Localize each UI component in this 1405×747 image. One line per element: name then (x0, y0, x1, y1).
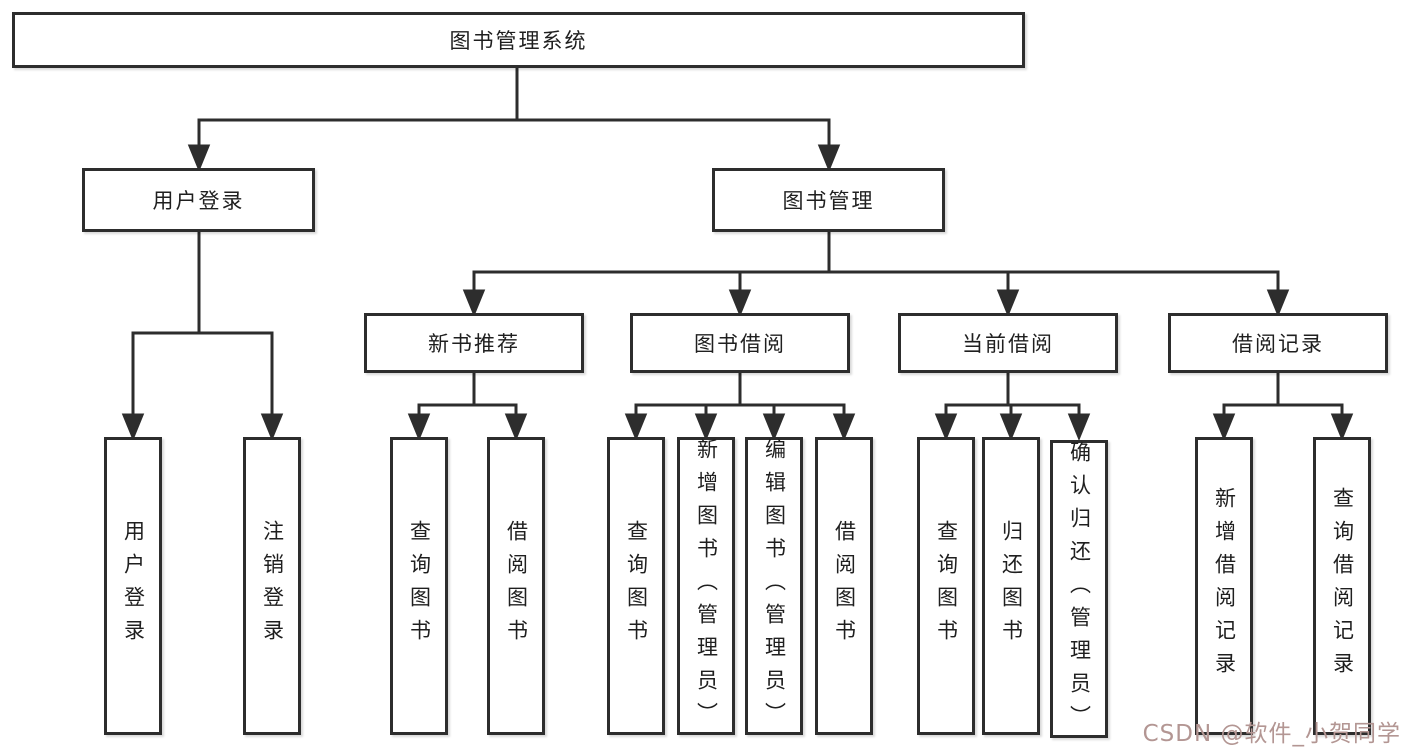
leaf-borrow-books: 借阅图书 (815, 437, 873, 735)
leaf-query-books-borrow-label: 查询图书 (624, 520, 649, 652)
leaf-add-borrow-record: 新增借阅记录 (1195, 437, 1253, 735)
edge-current-borrow-to-leaves (934, 373, 1091, 441)
leaf-confirm-return-admin-label: 确认归还（管理员） (1067, 440, 1092, 738)
edge-book-management-to-level3 (462, 232, 1290, 317)
node-new-book-recommend-label: 新书推荐 (428, 332, 520, 356)
leaf-user-login-label: 用户登录 (121, 520, 146, 652)
node-borrow-records: 借阅记录 (1168, 313, 1388, 373)
leaf-query-borrow-record: 查询借阅记录 (1313, 437, 1371, 735)
node-borrow-records-label: 借阅记录 (1232, 332, 1324, 356)
leaf-query-books-borrow: 查询图书 (607, 437, 665, 735)
leaf-borrow-books-recommend-label: 借阅图书 (504, 520, 529, 652)
edge-user-login-to-leaves (121, 232, 284, 441)
node-book-borrow-label: 图书借阅 (694, 332, 786, 356)
leaf-user-login: 用户登录 (104, 437, 162, 735)
edge-borrow-records-to-leaves (1212, 373, 1354, 441)
leaf-query-books-current-label: 查询图书 (934, 520, 959, 652)
leaf-edit-books-admin: 编辑图书（管理员） (745, 437, 803, 735)
leaf-return-books-label: 归还图书 (999, 520, 1024, 652)
leaf-add-books-admin: 新增图书（管理员） (677, 437, 735, 735)
leaf-query-borrow-record-label: 查询借阅记录 (1330, 487, 1355, 685)
leaf-logout-login-label: 注销登录 (260, 520, 285, 652)
leaf-query-books-recommend: 查询图书 (390, 437, 448, 735)
leaf-return-books: 归还图书 (982, 437, 1040, 735)
leaf-add-borrow-record-label: 新增借阅记录 (1212, 487, 1237, 685)
node-current-borrow: 当前借阅 (898, 313, 1118, 373)
node-root: 图书管理系统 (12, 12, 1025, 68)
node-book-borrow: 图书借阅 (630, 313, 850, 373)
node-current-borrow-label: 当前借阅 (962, 332, 1054, 356)
leaf-edit-books-admin-label: 编辑图书（管理员） (762, 437, 787, 735)
leaf-query-books-current: 查询图书 (917, 437, 975, 735)
leaf-confirm-return-admin: 确认归还（管理员） (1050, 440, 1108, 738)
leaf-add-books-admin-label: 新增图书（管理员） (694, 437, 719, 735)
node-book-management-label: 图书管理 (782, 189, 875, 213)
leaf-borrow-books-recommend: 借阅图书 (487, 437, 545, 735)
node-user-login-label: 用户登录 (152, 189, 245, 213)
edge-book-borrow-to-leaves (624, 373, 856, 441)
edge-root-to-level2 (187, 68, 841, 172)
node-user-login: 用户登录 (82, 168, 315, 232)
node-root-label: 图书管理系统 (449, 29, 588, 53)
leaf-logout-login: 注销登录 (243, 437, 301, 735)
node-book-management: 图书管理 (712, 168, 945, 232)
watermark-text: CSDN @软件_小贺同学 (1142, 721, 1401, 747)
edge-new-book-to-leaves (407, 373, 528, 441)
leaf-borrow-books-label: 借阅图书 (832, 520, 857, 652)
node-new-book-recommend: 新书推荐 (364, 313, 584, 373)
leaf-query-books-recommend-label: 查询图书 (407, 520, 432, 652)
